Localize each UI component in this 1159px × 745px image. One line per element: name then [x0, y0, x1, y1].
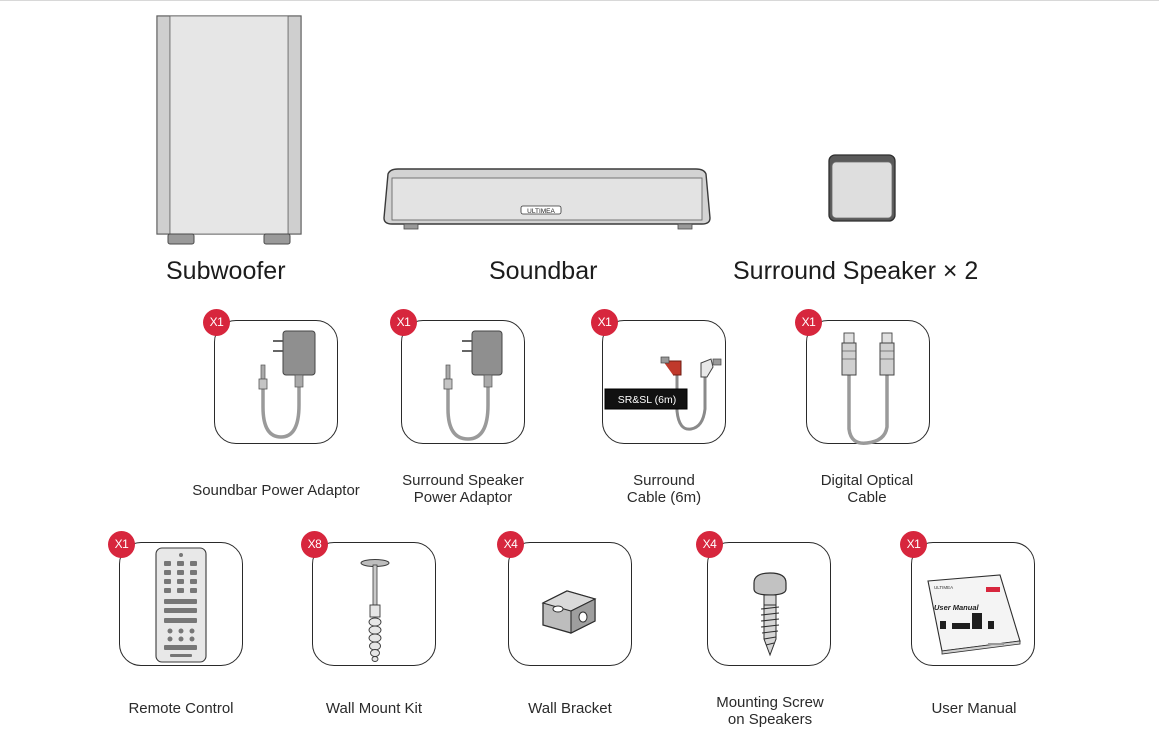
rca-cable-icon: SR&SL (6m): [604, 356, 722, 431]
qty-badge: X1: [108, 531, 135, 558]
remote-control-label: Remote Control: [128, 700, 234, 717]
surround-speaker-label: Surround Speaker × 2: [733, 257, 979, 285]
remote-control-icon: [155, 547, 207, 663]
mounting-screw-icon: [753, 572, 787, 657]
user-manual-icon: ULTIMEA User Manual: [927, 574, 1021, 655]
card-wall-mount-kit: X8: [301, 531, 436, 666]
subwoofer-label: Subwoofer: [166, 257, 286, 285]
user-manual-label: User Manual: [931, 700, 1017, 717]
surround-power-adaptor-label: Surround Speaker Power Adaptor: [402, 472, 524, 506]
surround-cable-label: Surround Cable (6m): [626, 472, 702, 506]
card-remote-control: X1: [108, 531, 243, 666]
soundbar-logo: ULTIMEA: [527, 208, 555, 215]
soundbar-image: ULTIMEA: [383, 168, 711, 230]
card-soundbar-power-adaptor: X1: [203, 309, 338, 444]
card-surround-power-adaptor: X1: [390, 309, 525, 444]
card-wall-bracket: X4: [497, 531, 632, 666]
optical-cable-icon: [841, 332, 895, 445]
qty-badge: X8: [301, 531, 328, 558]
cable-tag-text: SR&SL (6m): [618, 394, 677, 406]
qty-badge: X1: [591, 309, 618, 336]
wall-anchor-screw-icon: [360, 559, 390, 662]
qty-badge: X1: [795, 309, 822, 336]
manual-brand-text: ULTIMEA: [934, 585, 953, 590]
wall-mount-kit-label: Wall Mount Kit: [325, 700, 423, 717]
power-adaptor-icon: [443, 330, 503, 441]
qty-badge: X4: [497, 531, 524, 558]
soundbar-label: Soundbar: [489, 257, 598, 285]
power-adaptor-icon: [258, 330, 316, 439]
top-divider: [0, 0, 1159, 1]
card-mounting-screw: X4: [696, 531, 831, 666]
manual-title-text: User Manual: [934, 603, 980, 612]
optical-cable-label: Digital Optical Cable: [820, 472, 914, 506]
qty-badge: X1: [900, 531, 927, 558]
mounting-screw-label: Mounting Screw on Speakers: [716, 694, 824, 728]
wall-bracket-icon: [541, 590, 597, 634]
soundbar-power-adaptor-label: Soundbar Power Adaptor: [192, 482, 360, 499]
surround-speaker-image: [828, 154, 896, 222]
card-optical-cable: X1: [795, 309, 930, 445]
card-user-manual: X1 ULTIMEA User Manual: [900, 531, 1035, 666]
qty-badge: X4: [696, 531, 723, 558]
qty-badge: X1: [203, 309, 230, 336]
qty-badge: X1: [390, 309, 417, 336]
subwoofer-image: [156, 15, 302, 245]
wall-bracket-label: Wall Bracket: [528, 700, 612, 717]
card-surround-cable: X1 SR&SL (6m): [591, 309, 726, 444]
